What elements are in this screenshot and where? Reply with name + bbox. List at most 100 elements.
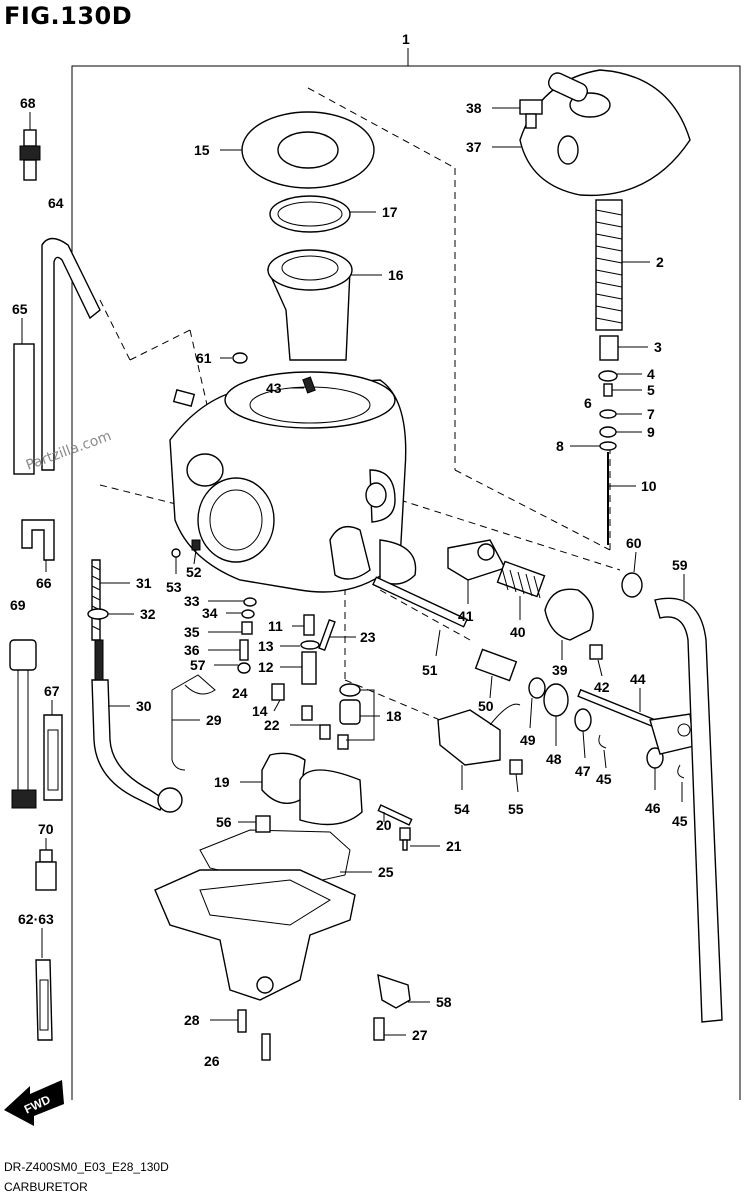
clip-62-63 — [35, 959, 53, 1041]
callout-labels: 1 2 3 4 5 6 7 8 9 10 11 12 13 14 15 16 1… — [10, 31, 688, 1069]
callout: 16 — [388, 267, 404, 283]
callout: 12 — [258, 659, 274, 675]
connector-70 — [35, 849, 57, 891]
callout: 23 — [360, 629, 376, 645]
jet-parts-center — [271, 614, 361, 750]
callout: 40 — [510, 624, 526, 640]
callout: 57 — [190, 657, 206, 673]
screw-43 — [302, 376, 316, 394]
callout: 44 — [630, 671, 646, 687]
callout: 10 — [641, 478, 657, 494]
callout: 21 — [446, 838, 462, 854]
watermark: Partzilla.com — [24, 428, 114, 474]
needle-holder-set — [598, 335, 619, 451]
callout: 65 — [12, 301, 28, 317]
fwd-arrow: FWD — [4, 1080, 64, 1126]
callout: 25 — [378, 864, 394, 880]
throttle-rod — [171, 674, 216, 771]
callout: 50 — [478, 698, 494, 714]
callout: 3 — [654, 339, 662, 355]
callout: 36 — [184, 642, 200, 658]
callout: 1 — [402, 31, 410, 47]
figure-code: DR-Z400SM0_E03_E28_130D — [4, 1160, 169, 1174]
callout: 11 — [268, 618, 283, 634]
breather-hose-64 — [41, 237, 101, 471]
callout: 70 — [38, 821, 54, 837]
callout: 49 — [520, 732, 536, 748]
diaphragm — [241, 111, 375, 189]
callout: 38 — [466, 100, 482, 116]
callout: 66 — [36, 575, 52, 591]
bracket-67 — [43, 714, 63, 801]
callout: 58 — [436, 994, 452, 1010]
callout: 68 — [20, 95, 36, 111]
callout: 56 — [216, 814, 232, 830]
callout: 20 — [376, 817, 392, 833]
callout: 67 — [44, 683, 60, 699]
diaphragm-ring — [269, 195, 351, 233]
jet-parts-left — [171, 539, 257, 674]
float-bowl — [154, 869, 356, 1001]
top-cap — [519, 69, 691, 197]
callout: 62·63 — [18, 911, 54, 927]
callout: 27 — [412, 1027, 428, 1043]
callout: 8 — [556, 438, 564, 454]
bowl-screws — [237, 815, 385, 1061]
callout: 59 — [672, 557, 688, 573]
callout: 52 — [186, 564, 202, 580]
callout: 45 — [672, 813, 688, 829]
callout: 6 — [584, 395, 592, 411]
callout: 39 — [552, 662, 568, 678]
clip-66 — [21, 519, 55, 561]
callout: 53 — [166, 579, 182, 595]
callout: 31 — [136, 575, 152, 591]
o-ring-61 — [232, 352, 248, 364]
callout: 19 — [214, 774, 230, 790]
float — [261, 752, 363, 826]
callout: 42 — [594, 679, 610, 695]
callout: 14 — [252, 703, 268, 719]
callout: 32 — [140, 606, 156, 622]
callout: 61 — [196, 350, 212, 366]
callout: 26 — [204, 1053, 220, 1069]
throttle-stop-cable — [87, 559, 183, 813]
callout: 34 — [202, 605, 218, 621]
callout: 24 — [232, 685, 248, 701]
callout: 48 — [546, 751, 562, 767]
callout: 28 — [184, 1012, 200, 1028]
vent-hose — [654, 597, 723, 1023]
callout: 17 — [382, 204, 398, 220]
figure-name: CARBURETOR — [4, 1180, 88, 1194]
callout: 37 — [466, 139, 482, 155]
callout: 29 — [206, 712, 222, 728]
callout: 2 — [656, 254, 664, 270]
callout: 45 — [596, 771, 612, 787]
callout: 5 — [647, 382, 655, 398]
sensor-68 — [19, 129, 41, 181]
assembly-bracket — [71, 48, 741, 1100]
callout: 51 — [422, 662, 438, 678]
callout: 41 — [458, 608, 474, 624]
callout: 64 — [48, 195, 64, 211]
figure-title: FIG.130D — [4, 2, 133, 30]
slide-spring — [595, 199, 623, 331]
throttle-shaft-parts — [543, 683, 695, 779]
callout: 7 — [647, 406, 655, 422]
callout: 4 — [647, 366, 655, 382]
callout: 30 — [136, 698, 152, 714]
callout: 43 — [266, 380, 282, 396]
callout: 13 — [258, 638, 274, 654]
callout: 47 — [575, 763, 591, 779]
callout: 22 — [264, 717, 280, 733]
callout: 18 — [386, 708, 402, 724]
callout: 69 — [10, 597, 26, 613]
carburetor-body — [169, 371, 417, 593]
callout: 35 — [184, 624, 200, 640]
callout: 33 — [184, 593, 200, 609]
callout: 54 — [454, 801, 470, 817]
callout: 55 — [508, 801, 524, 817]
callout: 15 — [194, 142, 210, 158]
callout: 60 — [626, 535, 642, 551]
callout: 46 — [645, 800, 661, 816]
